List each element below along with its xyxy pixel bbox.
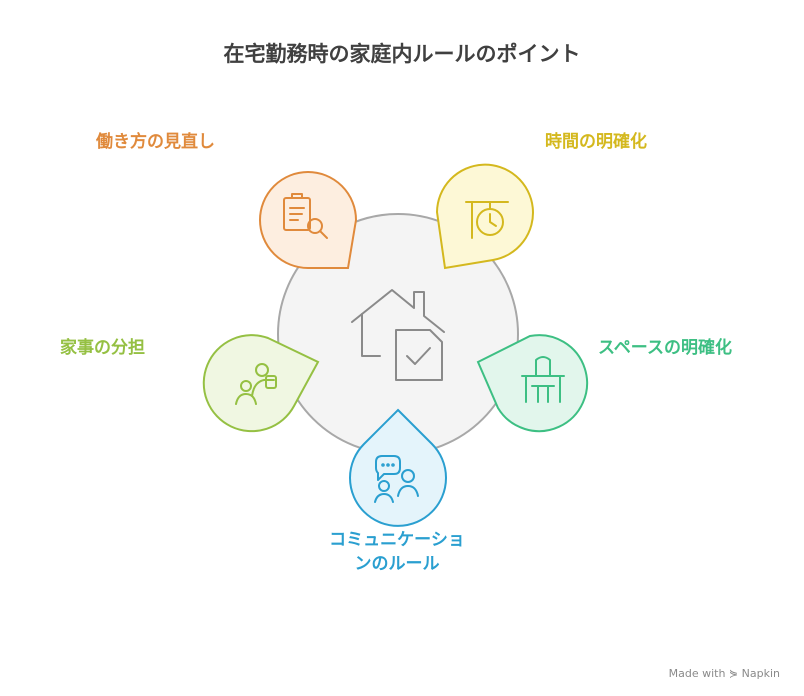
- chore-share-node: [202, 334, 320, 433]
- work-review-node: [259, 171, 358, 269]
- label-communication-line1: コミュニケーショ: [329, 530, 465, 550]
- chat-people-icon: [374, 455, 419, 503]
- communication-node: [349, 408, 447, 527]
- clipboard-search-icon: [283, 193, 328, 239]
- label-chore-share: 家事の分担: [60, 338, 145, 358]
- label-space-clarify: スペースの明確化: [598, 338, 732, 358]
- label-communication-line2: ンのルール: [354, 554, 440, 574]
- label-time-clarify: 時間の明確化: [545, 132, 647, 152]
- label-work-review: 働き方の見直し: [96, 132, 215, 152]
- timer-icon: [465, 201, 509, 239]
- napkin-credit: Made with ⋟ Napkin: [668, 667, 780, 680]
- time-clarify-node: [435, 163, 534, 270]
- space-clarify-node: [476, 334, 589, 433]
- label-communication: コミュニケーショ ンのルール: [302, 528, 492, 576]
- house-check-icon: [351, 289, 445, 381]
- page-title: 在宅勤務時の家庭内ルールのポイント: [223, 42, 581, 66]
- desk-chair-icon: [521, 356, 565, 403]
- people-share-icon: [235, 363, 277, 405]
